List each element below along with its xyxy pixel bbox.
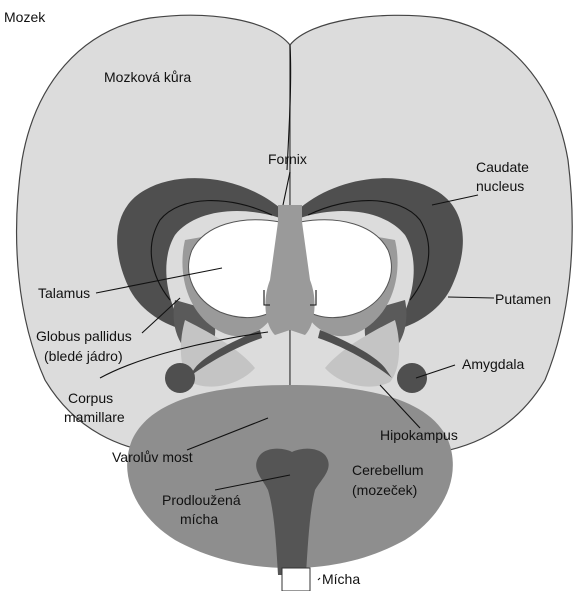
label-corpus-line1: Corpus (68, 390, 113, 406)
label-amygdala: Amygdala (462, 356, 524, 372)
label-caudate-line2: nucleus (476, 178, 524, 194)
label-fornix: Fornix (268, 151, 307, 167)
label-prodlouzena-line2: mícha (180, 511, 218, 527)
label-globus-line2: (bledé jádro) (44, 348, 123, 364)
label-talamus: Talamus (38, 285, 90, 301)
leader-micha (318, 578, 320, 580)
label-cortex: Mozková kůra (104, 69, 191, 85)
label-corpus-line2: mamillare (64, 409, 125, 425)
label-hipokampus: Hipokampus (380, 427, 458, 443)
label-globus-line1: Globus pallidus (36, 328, 132, 344)
right-amygdala (397, 363, 427, 393)
label-cerebellum-line1: Cerebellum (352, 462, 424, 478)
label-varoluv: Varolův most (112, 449, 193, 465)
label-putamen: Putamen (495, 291, 551, 307)
label-prodlouzena-line1: Prodloužená (162, 492, 241, 508)
spinal-cord (282, 568, 310, 591)
left-amygdala (165, 363, 195, 393)
label-caudate-line1: Caudate (476, 159, 529, 175)
label-micha: Mícha (322, 571, 360, 587)
diagram-title: Mozek (4, 9, 46, 25)
label-cerebellum-line2: (mozeček) (352, 482, 417, 498)
